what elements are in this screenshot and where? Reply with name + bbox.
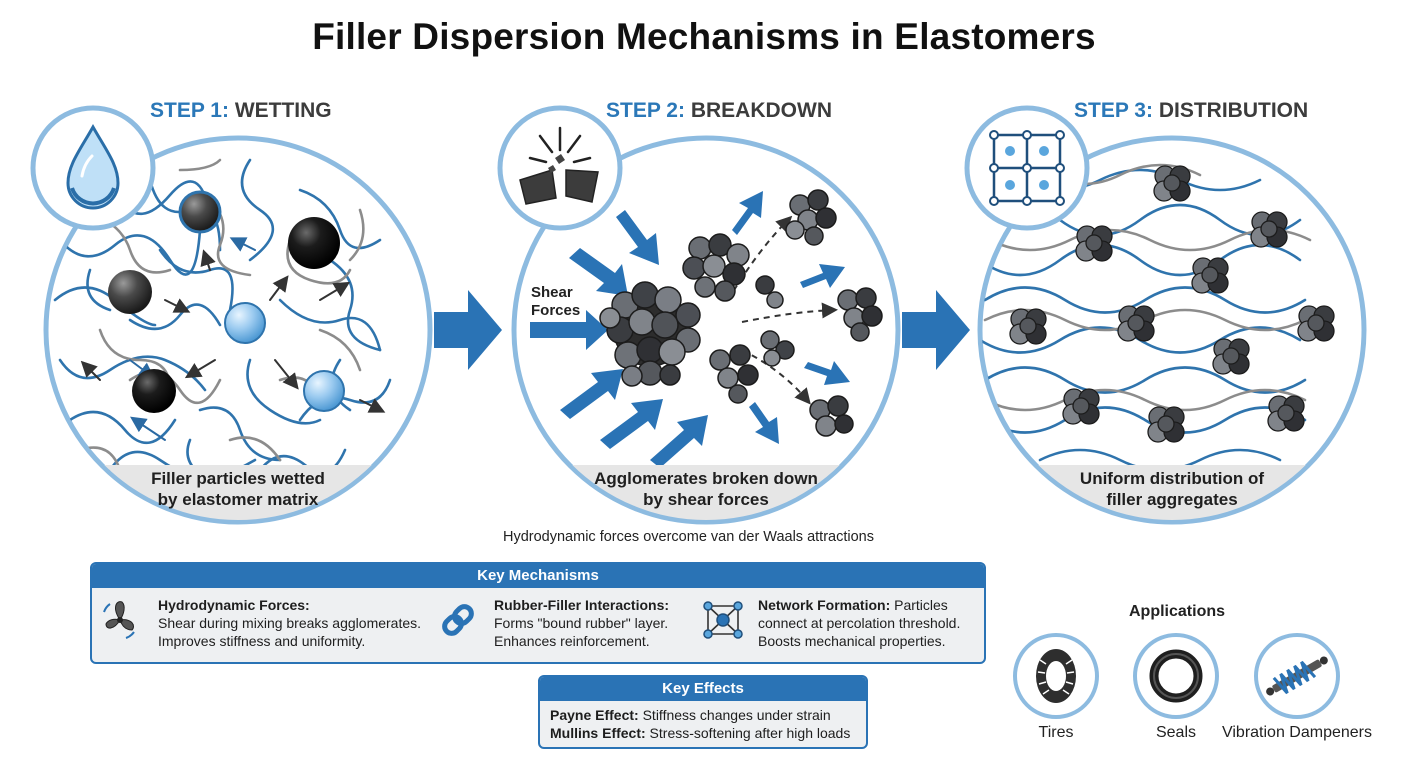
step-1-title: STEP 1: WETTING [150,99,332,123]
mechanism-line: connect at percolation threshold. [758,615,961,631]
step-1-caption-line-2: by elastomer matrix [157,490,319,509]
seal-ring-icon [1133,633,1219,719]
application-label-seals: Seals [1155,724,1197,741]
applications-heading: Applications [1129,603,1226,620]
mechanism-term: Rubber-Filler Interactions: [494,597,670,613]
fragments-right [837,287,883,342]
mechanism-line: Boosts mechanical properties. [758,633,946,649]
fragments-bottom-right [809,395,854,437]
shear-label-line-2: Forces [531,302,581,319]
page-title: Filler Dispersion Mechanisms in Elastome… [312,16,1096,57]
mechanism-line: Enhances reinforcement. [494,633,650,649]
step-2-name: BREAKDOWN [690,99,832,122]
mechanism-line: Shear during mixing breaks agglomerates. [158,615,422,631]
chain-link-icon [442,604,474,636]
spring-damper-icon [1254,633,1340,719]
mechanism-network: Network Formation: Particles connect at … [758,596,960,650]
key-effects-panel: Key Effects Payne Effect: Stiffness chan… [538,675,868,749]
fragments-top-right [785,189,837,246]
flow-arrow-1 [434,290,502,370]
key-mechanisms-panel: Key Mechanisms Hydrodynamic Forces: Shea… [90,562,986,664]
step-2-caption-line-2: by shear forces [643,490,769,509]
filler-particle [224,302,266,344]
filler-particle [108,270,152,314]
step-1-caption: Filler particles wetted by elastomer mat… [108,468,368,510]
agglomerate-medium [682,233,750,302]
step-1-number: STEP 1: [150,99,229,122]
step-1-caption-line-1: Filler particles wetted [151,469,325,488]
tire-icon [1013,633,1099,719]
mechanism-line: Forms "bound rubber" layer. [494,615,669,631]
effect-term: Payne Effect: [550,707,639,723]
step-1-circle [43,135,433,525]
step-2-title: STEP 2: BREAKDOWN [606,99,832,123]
step-2-circle [511,135,901,525]
application-label-vibration-dampeners: Vibration Dampeners [1221,724,1372,741]
effect-payne: Payne Effect: Stiffness changes under st… [540,706,866,724]
filler-particle [178,190,222,234]
key-mechanisms-heading: Key Mechanisms [92,564,984,588]
step-3-caption-line-1: Uniform distribution of [1079,469,1265,488]
application-label-tires: Tires [1038,724,1074,741]
effect-mullins: Mullins Effect: Stress-softening after h… [540,724,866,742]
hydrodynamic-note: Hydrodynamic forces overcome van der Waa… [503,529,874,545]
step-2-caption-line-1: Agglomerates broken down [594,469,818,488]
mechanism-term: Network Formation: [758,597,891,613]
step-3-name: DISTRIBUTION [1158,99,1309,122]
step-1-name: WETTING [234,99,332,122]
mechanism-term: Hydrodynamic Forces: [158,597,310,613]
lattice-grid-icon [964,105,1090,231]
shear-arrows [530,191,850,468]
propeller-icon [103,601,135,639]
filler-particle [132,369,176,413]
effect-term: Mullins Effect: [550,725,646,741]
mechanism-hydrodynamic: Hydrodynamic Forces: Shear during mixing… [158,596,421,650]
mechanism-term-rest: Particles [890,597,948,613]
shear-label-line-1: Shear [531,284,573,301]
mechanism-line: Improves stiffness and uniformity. [158,633,366,649]
agglomerate-large [599,281,701,387]
effect-text: Stiffness changes under strain [638,707,831,723]
filler-particle [288,217,340,269]
key-effects-heading: Key Effects [540,677,866,701]
step-3-number: STEP 3: [1074,99,1153,122]
step-2-caption: Agglomerates broken down by shear forces [576,468,836,510]
step-3-circle [977,135,1367,525]
flow-arrow-2 [902,290,970,370]
mechanism-rubber-filler: Rubber-Filler Interactions: Forms "bound… [494,596,669,650]
shear-forces-label: Shear Forces [531,284,580,320]
effect-text: Stress-softening after high loads [645,725,851,741]
agglomerate-small [709,275,795,404]
network-icon [703,601,743,639]
step-3-caption: Uniform distribution of filler aggregate… [1042,468,1302,510]
water-drop-icon [30,105,156,231]
step-3-title: STEP 3: DISTRIBUTION [1074,99,1308,123]
step-3-caption-line-2: filler aggregates [1106,490,1238,509]
step-2-number: STEP 2: [606,99,685,122]
filler-particle [303,370,345,412]
shatter-icon [497,105,623,231]
aggregates [1009,165,1335,443]
